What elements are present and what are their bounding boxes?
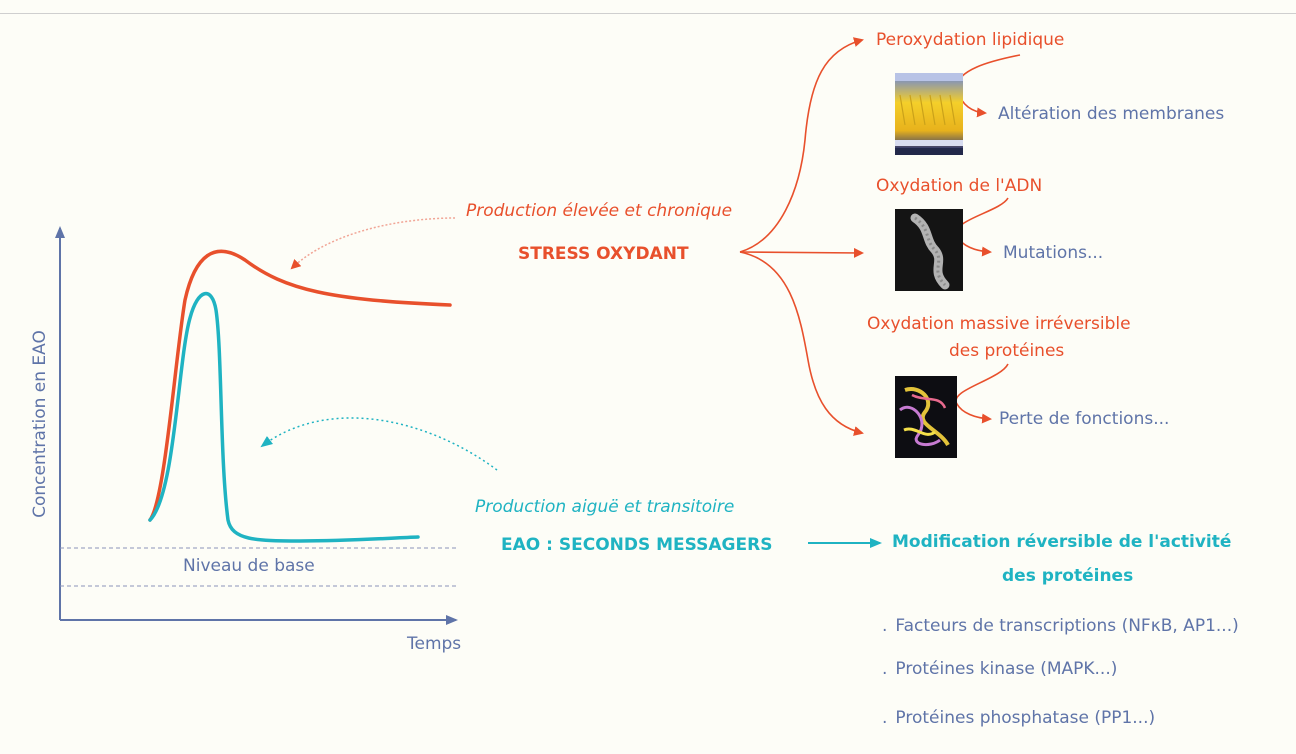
example-protein-kinase: . Protéines kinase (MAPK...) [882, 659, 1117, 679]
mutations-label: Mutations... [1003, 243, 1104, 263]
bullet-icon: . [882, 659, 888, 679]
acute-production-title: Production aiguë et transitoire [475, 497, 735, 517]
example-transcription-factors: . Facteurs de transcriptions (NFκB, AP1..… [882, 616, 1239, 636]
branch-arrow-protein [739, 251, 864, 436]
stress-oxydant-label: STRESS OXYDANT [518, 244, 689, 264]
top-divider [0, 13, 1296, 14]
branch-arrow-lipid [739, 37, 864, 253]
baseline-label: Niveau de base [183, 556, 315, 576]
reversible-modification-line2: des protéines [1002, 566, 1134, 586]
membrane-image [895, 73, 963, 155]
chronic-curve [148, 249, 452, 522]
second-messengers-label: EAO : SECONDS MESSAGERS [501, 535, 773, 555]
membrane-alteration-label: Altération des membranes [998, 104, 1225, 124]
lipid-peroxidation-label: Peroxydation lipidique [876, 30, 1065, 50]
reversible-modification-line1: Modification réversible de l'activité [892, 532, 1232, 552]
acute-pointer-arrow [260, 417, 498, 471]
y-axis-label: Concentration en EAO [30, 330, 50, 518]
dna-oxidation-label: Oxydation de l'ADN [876, 176, 1043, 196]
consequence-arrow-mutations [955, 197, 1009, 257]
example-text: Facteurs de transcriptions (NFκB, AP1...… [895, 616, 1239, 636]
dna-image [895, 209, 963, 291]
x-axis-label: Temps [407, 634, 462, 654]
acute-curve [148, 291, 420, 543]
bullet-icon: . [882, 616, 888, 636]
protein-oxidation-label-line1: Oxydation massive irréversible [867, 314, 1131, 334]
example-text: Protéines kinase (MAPK...) [895, 659, 1118, 679]
function-loss-label: Perte de fonctions... [999, 409, 1170, 429]
example-protein-phosphatase: . Protéines phosphatase (PP1...) [882, 708, 1155, 728]
bullet-icon: . [882, 708, 888, 728]
example-text: Protéines phosphatase (PP1...) [895, 708, 1156, 728]
chronic-pointer-arrow [290, 217, 456, 270]
branch-arrow-dna [739, 247, 864, 258]
protein-oxidation-label-line2: des protéines [949, 341, 1065, 361]
protein-image [895, 376, 957, 458]
chronic-production-title: Production élevée et chronique [466, 201, 733, 221]
